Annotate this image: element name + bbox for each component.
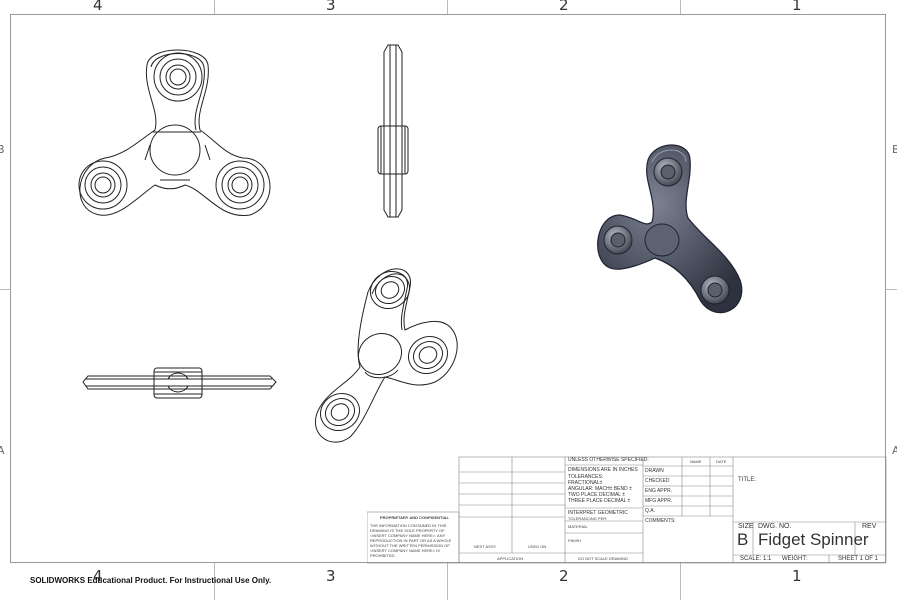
checked-label: CHECKED: [645, 478, 670, 484]
zone-divider: [680, 0, 681, 14]
zone-label-bottom-4: 4: [93, 567, 103, 585]
shaded-render: [597, 144, 743, 313]
zone-label-top-1: 1: [792, 0, 802, 14]
zone-label-bottom-1: 1: [792, 567, 802, 585]
mfg-appr-label: MFG APPR.: [645, 498, 673, 504]
proprietary-line: <INSERT COMPANY NAME HERE> IS: [370, 548, 440, 553]
educational-watermark: SOLIDWORKS Educational Product. For Inst…: [30, 576, 272, 585]
isometric-view: [314, 268, 458, 443]
sheet-label: SHEET 1 OF 1: [838, 556, 878, 562]
title-label: TITLE:: [738, 477, 757, 483]
frac-label: FRACTIONAL±: [568, 480, 603, 486]
top-view: [82, 367, 277, 399]
eng-appr-label: ENG APPR.: [645, 488, 672, 494]
sheet-size-value: B: [737, 530, 749, 549]
zone-label-left-a: A: [0, 444, 5, 457]
proprietary-line: DRAWING IS THE SOLE PROPERTY OF: [370, 528, 445, 533]
angular-label: ANGULAR: MACH± BEND ±: [568, 486, 632, 492]
zone-divider: [0, 289, 10, 290]
zone-label-bottom-2: 2: [559, 567, 569, 585]
drawing-number: Fidget Spinner: [758, 530, 869, 549]
proprietary-line: WITHOUT THE WRITTEN PERMISSION OF: [370, 543, 450, 548]
sheet-border: [10, 14, 886, 563]
zone-divider: [214, 0, 215, 14]
comments-label: COMMENTS:: [645, 518, 676, 524]
zone-label-right-a: A: [892, 444, 897, 457]
zone-label-right-b: B: [892, 143, 897, 156]
name-header: NAME: [690, 459, 702, 464]
front-view: [78, 49, 271, 217]
zone-label-bottom-3: 3: [326, 567, 336, 585]
scale-label: SCALE: 1:1: [740, 556, 772, 562]
size-label: SIZE: [738, 523, 754, 530]
weight-label: WEIGHT:: [782, 556, 807, 562]
title-block-frame: [367, 456, 887, 564]
qa-label: Q.A.: [645, 508, 656, 514]
two-place-label: TWO PLACE DECIMAL ±: [568, 492, 626, 498]
proprietary-title: PROPRIETARY AND CONFIDENTIAL: [380, 515, 449, 520]
tol-label: TOLERANCES:: [568, 474, 604, 480]
application-label: APPLICATION: [497, 556, 524, 561]
rev-label: REV: [862, 523, 877, 530]
side-view: [377, 44, 409, 218]
dwg-no-label: DWG. NO.: [758, 523, 792, 530]
zone-label-left-b: B: [0, 143, 5, 156]
material-label: MATERIAL: [568, 524, 588, 529]
next-assy-label: NEXT ASSY: [474, 544, 497, 549]
zone-divider: [680, 563, 681, 600]
proprietary-line: <INSERT COMPANY NAME HERE>. ANY: [370, 533, 446, 538]
dimensions-label: DIMENSIONS ARE IN INCHES: [568, 467, 638, 473]
proprietary-line: THE INFORMATION CONTAINED IN THIS: [370, 523, 447, 528]
zone-divider: [447, 563, 448, 600]
finish-label: FINISH: [568, 538, 582, 543]
zone-label-top-2: 2: [559, 0, 569, 14]
drawn-label: DRAWN: [645, 468, 664, 474]
date-header: DATE: [716, 459, 727, 464]
zone-divider: [214, 563, 215, 600]
zone-label-top-4: 4: [93, 0, 103, 14]
interpret-label: INTERPRET GEOMETRIC: [568, 510, 628, 516]
zone-divider: [447, 0, 448, 14]
three-place-label: THREE PLACE DECIMAL ±: [568, 498, 631, 504]
tolerances-label: UNLESS OTHERWISE SPECIFIED:: [568, 457, 649, 463]
tolerancing-label: TOLERANCING PER:: [568, 516, 608, 521]
zone-divider: [886, 289, 897, 290]
noscale-label: DO NOT SCALE DRAWING: [578, 556, 629, 561]
proprietary-line: REPRODUCTION IN PART OR AS A WHOLE: [370, 538, 452, 543]
proprietary-line: PROHIBITED.: [370, 553, 396, 558]
used-on-label: USED ON: [528, 544, 547, 549]
zone-label-top-3: 3: [326, 0, 336, 14]
